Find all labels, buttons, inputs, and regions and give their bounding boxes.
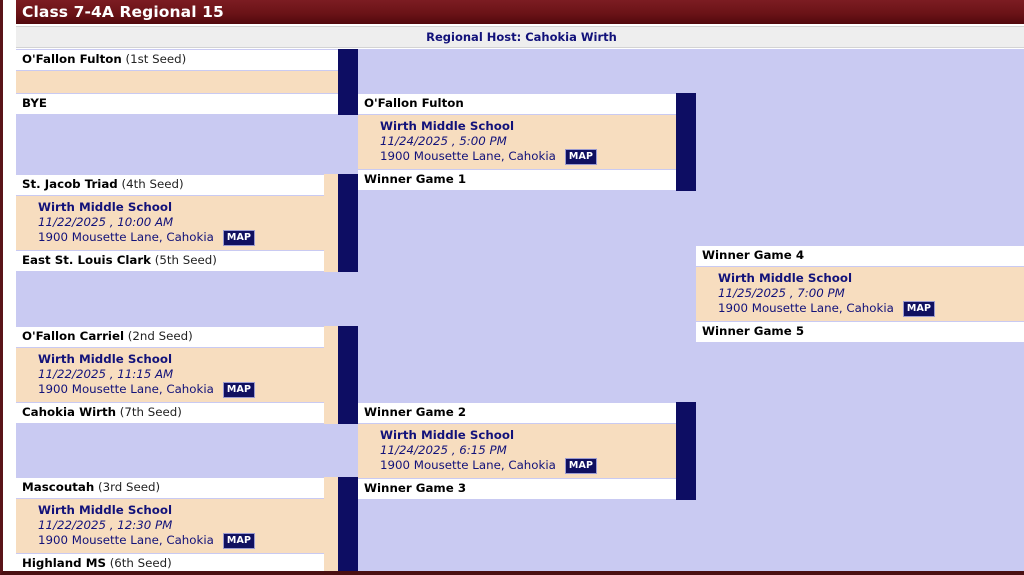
team-name: East St. Louis Clark bbox=[22, 253, 152, 267]
bracket-connector bbox=[338, 174, 358, 272]
team-name: Winner Game 2 bbox=[364, 405, 467, 419]
game-details-game-1[interactable] bbox=[16, 71, 338, 93]
team-slot[interactable]: BYE bbox=[16, 93, 338, 115]
game-details-game-2[interactable]: Wirth Middle School 11/22/2025 , 10:00 A… bbox=[16, 196, 338, 250]
team-seed: (4th Seed) bbox=[121, 177, 184, 191]
map-link[interactable]: MAP bbox=[564, 458, 598, 474]
venue-name: Wirth Middle School bbox=[380, 428, 514, 442]
address-text: 1900 Mousette Lane, Cahokia bbox=[380, 149, 556, 163]
team-name: Mascoutah bbox=[22, 480, 95, 494]
address-text: 1900 Mousette Lane, Cahokia bbox=[718, 301, 894, 315]
regional-host-label: Regional Host: Cahokia Wirth bbox=[16, 26, 1024, 48]
team-slot[interactable]: East St. Louis Clark (5th Seed) bbox=[16, 250, 324, 272]
team-name: O'Fallon Fulton bbox=[364, 96, 464, 110]
game-datetime: 11/22/2025 , 10:00 AM bbox=[38, 215, 174, 229]
team-seed: (1st Seed) bbox=[125, 52, 187, 66]
game-details-game-3[interactable]: Wirth Middle School 11/22/2025 , 11:15 A… bbox=[16, 348, 338, 402]
team-seed: (5th Seed) bbox=[154, 253, 217, 267]
team-slot[interactable]: Cahokia Wirth (7th Seed) bbox=[16, 402, 324, 424]
team-name: St. Jacob Triad bbox=[22, 177, 118, 191]
venue-name: Wirth Middle School bbox=[38, 503, 172, 517]
map-link[interactable]: MAP bbox=[222, 533, 256, 549]
team-slot[interactable]: O'Fallon Fulton bbox=[358, 93, 676, 115]
team-slot[interactable]: Highland MS (6th Seed) bbox=[16, 553, 324, 571]
bracket-connector bbox=[338, 477, 358, 571]
team-slot[interactable]: Winner Game 5 bbox=[696, 321, 1024, 343]
team-name: Winner Game 4 bbox=[702, 248, 805, 262]
page-title: Class 7-4A Regional 15 bbox=[16, 0, 1024, 24]
venue-address: 1900 Mousette Lane, Cahokia MAP bbox=[380, 458, 676, 474]
team-seed: (2nd Seed) bbox=[127, 329, 193, 343]
bracket-connector bbox=[338, 326, 358, 424]
address-text: 1900 Mousette Lane, Cahokia bbox=[38, 533, 214, 547]
bracket-spacer bbox=[324, 326, 338, 424]
team-slot[interactable]: St. Jacob Triad (4th Seed) bbox=[16, 174, 324, 196]
team-seed: (3rd Seed) bbox=[97, 480, 161, 494]
team-name: O'Fallon Carriel bbox=[22, 329, 125, 343]
venue-name: Wirth Middle School bbox=[38, 352, 172, 366]
team-seed: (6th Seed) bbox=[109, 556, 172, 570]
venue-name: Wirth Middle School bbox=[38, 200, 172, 214]
team-name: Highland MS bbox=[22, 556, 106, 570]
venue-name: Wirth Middle School bbox=[718, 271, 852, 285]
team-slot[interactable]: Winner Game 2 bbox=[358, 402, 676, 424]
bracket-canvas: O'Fallon Fulton (1st Seed) BYE St. Jacob… bbox=[16, 49, 1024, 571]
bracket-spacer bbox=[324, 174, 338, 272]
team-name: Winner Game 5 bbox=[702, 324, 805, 338]
team-slot[interactable]: Mascoutah (3rd Seed) bbox=[16, 477, 324, 499]
bracket-connector bbox=[676, 402, 696, 500]
bracket-connector bbox=[338, 49, 358, 115]
game-details-semifinal-2[interactable]: Wirth Middle School 11/24/2025 , 6:15 PM… bbox=[358, 424, 676, 478]
address-text: 1900 Mousette Lane, Cahokia bbox=[380, 458, 556, 472]
game-datetime: 11/22/2025 , 11:15 AM bbox=[38, 367, 174, 381]
game-details-final[interactable]: Wirth Middle School 11/25/2025 , 7:00 PM… bbox=[696, 267, 1024, 321]
game-datetime: 11/22/2025 , 12:30 PM bbox=[38, 518, 173, 532]
venue-address: 1900 Mousette Lane, Cahokia MAP bbox=[38, 230, 338, 246]
game-datetime: 11/24/2025 , 5:00 PM bbox=[380, 134, 507, 148]
map-link[interactable]: MAP bbox=[902, 301, 936, 317]
venue-address: 1900 Mousette Lane, Cahokia MAP bbox=[718, 301, 1024, 317]
venue-address: 1900 Mousette Lane, Cahokia MAP bbox=[38, 382, 338, 398]
team-name: O'Fallon Fulton bbox=[22, 52, 122, 66]
venue-address: 1900 Mousette Lane, Cahokia MAP bbox=[38, 533, 338, 549]
address-text: 1900 Mousette Lane, Cahokia bbox=[38, 382, 214, 396]
bracket-spacer bbox=[324, 477, 338, 571]
team-slot[interactable]: Winner Game 4 bbox=[696, 245, 1024, 267]
team-name: Winner Game 3 bbox=[364, 481, 467, 495]
team-slot[interactable]: Winner Game 1 bbox=[358, 169, 676, 191]
team-slot[interactable]: O'Fallon Carriel (2nd Seed) bbox=[16, 326, 324, 348]
game-datetime: 11/24/2025 , 6:15 PM bbox=[380, 443, 507, 457]
game-datetime: 11/25/2025 , 7:00 PM bbox=[718, 286, 845, 300]
map-link[interactable]: MAP bbox=[564, 149, 598, 165]
team-name: Cahokia Wirth bbox=[22, 405, 116, 419]
team-slot[interactable]: O'Fallon Fulton (1st Seed) bbox=[16, 49, 338, 71]
venue-name: Wirth Middle School bbox=[380, 119, 514, 133]
map-link[interactable]: MAP bbox=[222, 230, 256, 246]
team-name: BYE bbox=[22, 96, 47, 110]
map-link[interactable]: MAP bbox=[222, 382, 256, 398]
bracket-connector bbox=[676, 93, 696, 191]
game-details-semifinal-1[interactable]: Wirth Middle School 11/24/2025 , 5:00 PM… bbox=[358, 115, 676, 169]
venue-address: 1900 Mousette Lane, Cahokia MAP bbox=[380, 149, 676, 165]
address-text: 1900 Mousette Lane, Cahokia bbox=[38, 230, 214, 244]
team-slot[interactable]: Winner Game 3 bbox=[358, 478, 676, 500]
team-seed: (7th Seed) bbox=[119, 405, 182, 419]
team-name: Winner Game 1 bbox=[364, 172, 467, 186]
game-details-game-4[interactable]: Wirth Middle School 11/22/2025 , 12:30 P… bbox=[16, 499, 338, 553]
